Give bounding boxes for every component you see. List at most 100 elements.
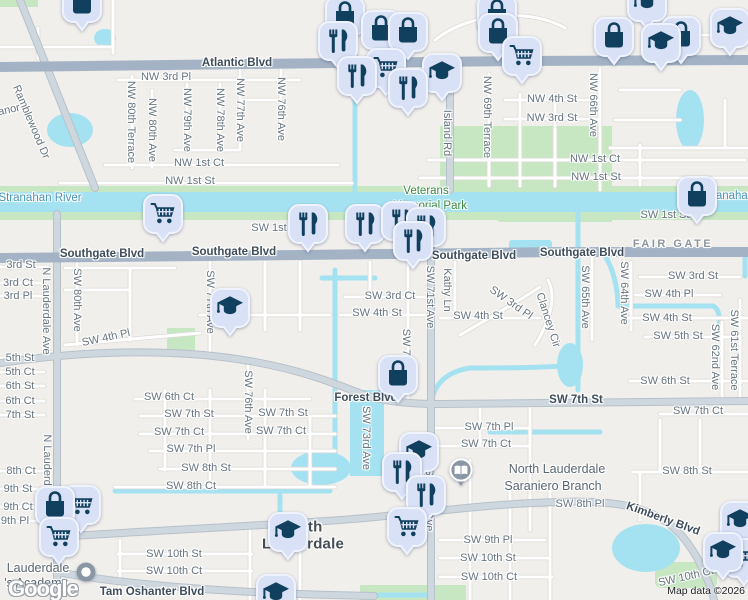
shopping-bag-icon [372, 15, 390, 41]
street-label: 3rd Ct [3, 277, 33, 289]
school-pin[interactable] [708, 6, 748, 60]
street-label: SW 4th Pl [644, 288, 694, 300]
school-pin[interactable] [701, 530, 745, 584]
graduation-cap-icon [428, 61, 455, 80]
graduation-cap-icon [274, 520, 301, 539]
shopping-bag-icon [688, 181, 706, 207]
street-label: SW 4th St [453, 310, 503, 322]
restaurant-icon [399, 76, 418, 100]
shopping-cart-pin[interactable] [385, 505, 429, 559]
shopping-cart-icon [509, 45, 534, 66]
street-label: SW 7th Ct [460, 438, 512, 450]
shopping-bag-pin[interactable] [60, 0, 104, 35]
shopping-bag-icon [489, 18, 507, 44]
restaurant-icon [356, 212, 375, 236]
shopping-cart-icon [46, 526, 71, 547]
street-label: NW 4th St [526, 93, 578, 105]
graduation-cap-icon [709, 540, 736, 559]
shopping-bag-pin[interactable] [592, 15, 636, 69]
google-logo[interactable]: Google [8, 576, 79, 600]
street-label: NW 1st St [165, 175, 215, 187]
graduation-cap-icon [633, 0, 654, 9]
street-label: 9th St [3, 483, 33, 495]
street-label: SW 8th Pl [555, 498, 605, 510]
road-label: SW 7th St [549, 394, 603, 406]
restaurant-pin[interactable] [286, 202, 330, 256]
restaurant-icon [299, 212, 318, 236]
shopping-bag-icon [46, 491, 64, 517]
road-label: Southgate Blvd [59, 248, 145, 260]
road-label: Tam Oshanter Blvd [99, 586, 205, 598]
place-dot-marker[interactable] [71, 557, 101, 587]
street-label: SW 9th Pl [463, 534, 513, 546]
shopping-cart-pin[interactable] [141, 192, 185, 246]
restaurant-pin[interactable] [386, 66, 430, 120]
street-label: 9th Pl [0, 515, 30, 527]
graduation-cap-icon [716, 16, 743, 35]
shopping-bag-pin[interactable] [675, 174, 719, 228]
school-pin[interactable] [208, 286, 252, 340]
school-pin[interactable] [420, 51, 464, 105]
street-label: SW 7th St [164, 408, 214, 420]
street-label: SW 1st St [640, 209, 690, 221]
restaurant-pin[interactable] [391, 219, 435, 273]
library-marker[interactable] [439, 451, 483, 505]
street-label: SW 3rd St [667, 270, 719, 282]
street-label: SW 7th Ct [255, 425, 307, 437]
street-label: SW 10th St [146, 548, 202, 560]
street-label: SW 10th Ct [460, 571, 518, 583]
street-label: NW 1st Ct [173, 157, 225, 169]
street-label: 6th St [5, 380, 35, 392]
street-label: SW 7th Pl [166, 443, 216, 455]
street-label: SW 8th St [662, 465, 712, 477]
poi-label: 's Academy [4, 576, 68, 590]
road-label: Southgate Blvd [431, 250, 517, 262]
street-label: SW 8th Ct [165, 480, 217, 492]
shopping-bag-icon [389, 360, 407, 386]
street-label: SW 7th St [258, 407, 308, 419]
road-label: Southgate Blvd [191, 246, 277, 258]
restaurant-pin[interactable] [343, 202, 387, 256]
street-label: NW 3rd St [526, 112, 578, 124]
poi-label: Saraniero Branch [504, 479, 602, 493]
district-label: FAIR GATE [632, 238, 714, 250]
street-label: SW 7th Ct [672, 405, 724, 417]
street-label: 7th St [5, 409, 35, 421]
street-label: SW 10th St [460, 552, 516, 564]
poi-label: Lauderdale [6, 561, 70, 575]
street-label: NW 1st St [571, 171, 621, 183]
restaurant-icon [348, 64, 367, 88]
graduation-cap-icon [262, 582, 289, 600]
street-label: 3rd St [6, 259, 36, 271]
restaurant-icon [417, 483, 436, 507]
street-label: SW 5th St [653, 330, 703, 342]
shopping-bag-icon [605, 22, 623, 48]
street-label: SW 7th Ct [153, 426, 205, 438]
shopping-cart-pin[interactable] [500, 34, 544, 88]
street-label: SW 4th St [352, 307, 402, 319]
street-label: SW 4th St [642, 312, 692, 324]
water-label: anahan [715, 190, 748, 202]
street-label: SW 10th Ct [145, 565, 203, 577]
school-pin[interactable] [266, 510, 310, 564]
school-pin[interactable] [254, 572, 298, 600]
street-label: 8th Ct [6, 465, 36, 477]
street-label: SW 6th Ct [143, 391, 195, 403]
shopping-bag-pin[interactable] [386, 10, 430, 64]
school-pin[interactable] [639, 21, 683, 75]
shopping-bag-pin[interactable] [376, 353, 420, 407]
street-label: NW 3rd Pl [140, 71, 192, 83]
water-label: Stranahan River [0, 192, 82, 204]
graduation-cap-icon [726, 509, 748, 528]
restaurant-icon [393, 460, 412, 484]
shopping-cart-pin[interactable] [37, 515, 81, 569]
shopping-bag-icon [399, 17, 417, 43]
restaurant-pin[interactable] [335, 54, 379, 108]
street-label: 9th Ct [3, 501, 33, 513]
graduation-cap-icon [647, 31, 674, 50]
road-label: Atlantic Blvd [201, 57, 273, 69]
street-label: SW 1st [251, 222, 287, 234]
street-label: SW 3rd Ct [364, 290, 416, 302]
